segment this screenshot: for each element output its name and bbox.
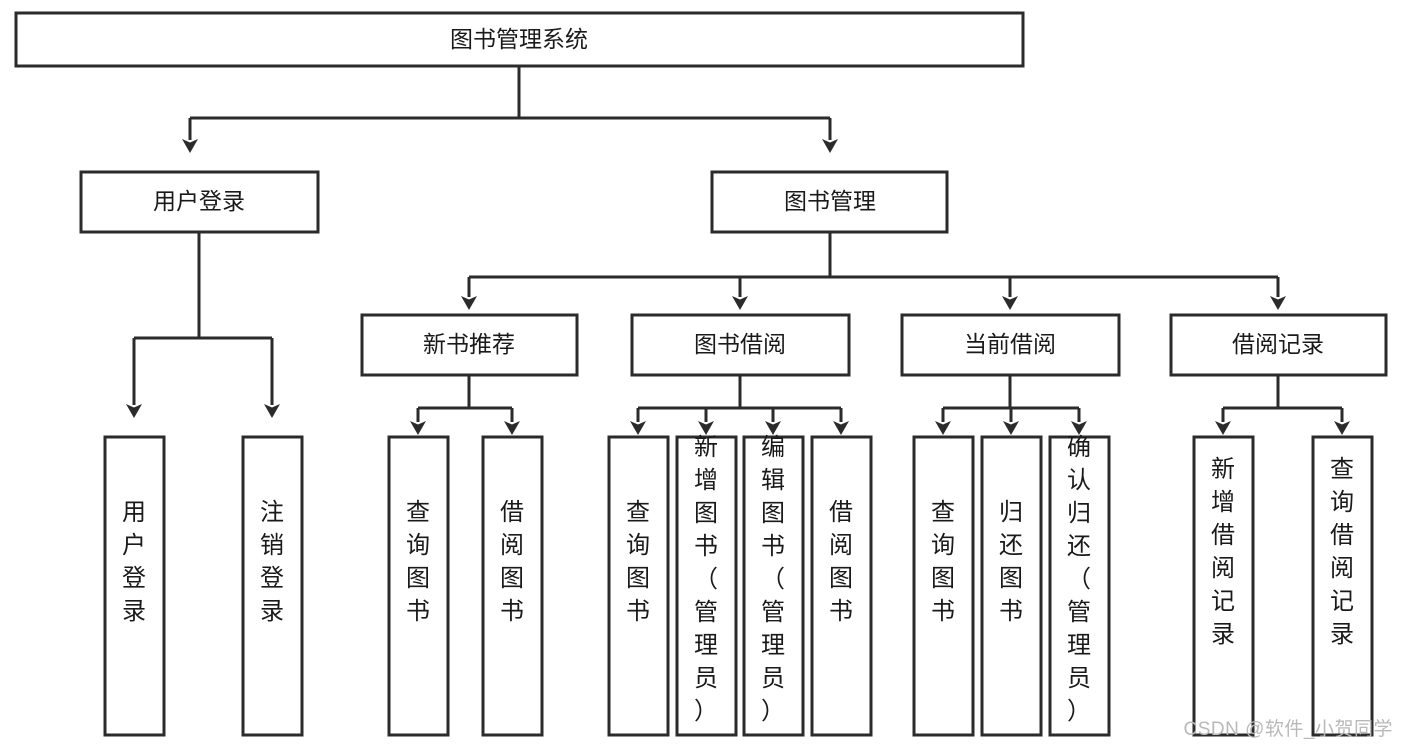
node-root-label: 图书管理系统 xyxy=(450,26,588,52)
leaf-current-borrow-1-box[interactable] xyxy=(980,435,1043,737)
leaf-node[interactable]: 新增借阅记录 xyxy=(1192,435,1255,737)
leaf-borrow-record-1-box[interactable] xyxy=(1311,435,1374,737)
node-root-box[interactable] xyxy=(14,11,1025,68)
edge-group-borrow-record xyxy=(1215,375,1350,435)
leaf-user-login-1-box[interactable] xyxy=(241,435,304,737)
node-book-manage-box[interactable] xyxy=(710,170,949,234)
edge-group-book-borrow xyxy=(630,375,849,435)
leaf-new-book-0-label: 查询图书 xyxy=(406,499,430,625)
leaf-node[interactable]: 编辑图书（管理员） xyxy=(742,434,805,737)
leaf-node[interactable]: 注销登录 xyxy=(241,435,304,737)
leaf-node[interactable]: 查询图书 xyxy=(912,435,975,737)
node-current-borrow-label: 当前借阅 xyxy=(964,331,1056,357)
leaf-book-borrow-1-box[interactable] xyxy=(675,435,738,737)
leaf-user-login-1-label: 注销登录 xyxy=(260,499,284,625)
leaf-book-borrow-0-label: 查询图书 xyxy=(626,499,650,625)
leaf-user-login-0-label: 用户登录 xyxy=(122,499,146,625)
leaf-book-borrow-3-label: 借阅图书 xyxy=(829,499,853,625)
leaf-node[interactable]: 新增图书（管理员） xyxy=(675,434,738,737)
edge-group-current-borrow xyxy=(935,375,1087,435)
node-current-borrow[interactable]: 当前借阅 xyxy=(900,313,1121,377)
node-new-book-recommend[interactable]: 新书推荐 xyxy=(360,313,579,377)
node-book-borrow-label: 图书借阅 xyxy=(694,331,786,357)
edge-group-book-manage xyxy=(461,232,1286,310)
leaf-current-borrow-2-label: 确认归还（管理员） xyxy=(1067,434,1091,725)
node-book-borrow-box[interactable] xyxy=(630,313,851,377)
leaf-book-borrow-2-label: 编辑图书（管理员） xyxy=(761,434,785,725)
node-book-manage[interactable]: 图书管理 xyxy=(710,170,949,234)
node-current-borrow-box[interactable] xyxy=(900,313,1121,377)
leaf-borrow-record-0-box[interactable] xyxy=(1192,435,1255,737)
leaf-node[interactable]: 借阅图书 xyxy=(810,435,873,737)
node-user-login[interactable]: 用户登录 xyxy=(79,170,320,234)
edge-group-root xyxy=(182,66,838,153)
node-root-system[interactable]: 图书管理系统 xyxy=(14,11,1025,68)
leaf-current-borrow-2-box[interactable] xyxy=(1048,435,1111,737)
leaf-book-borrow-3-box[interactable] xyxy=(810,435,873,737)
node-user-login-box[interactable] xyxy=(79,170,320,234)
leaf-current-borrow-0-label: 查询图书 xyxy=(931,499,955,625)
node-new-book-recommend-box[interactable] xyxy=(360,313,579,377)
node-borrow-record[interactable]: 借阅记录 xyxy=(1169,313,1388,377)
node-new-book-recommend-label: 新书推荐 xyxy=(423,331,515,357)
node-user-login-label: 用户登录 xyxy=(153,188,245,214)
leaf-node[interactable]: 查询图书 xyxy=(387,435,450,737)
leaf-node[interactable]: 确认归还（管理员） xyxy=(1048,434,1111,737)
leaf-borrow-record-1-label: 查询借阅记录 xyxy=(1330,456,1354,648)
leaf-node[interactable]: 查询借阅记录 xyxy=(1311,435,1374,737)
leaf-node[interactable]: 用户登录 xyxy=(103,435,166,737)
leaf-borrow-record-0-label: 新增借阅记录 xyxy=(1211,456,1235,648)
edge-group-user-login xyxy=(126,232,280,418)
leaf-current-borrow-1-label: 归还图书 xyxy=(999,499,1023,625)
node-borrow-record-label: 借阅记录 xyxy=(1232,331,1324,357)
leaf-book-borrow-2-box[interactable] xyxy=(742,435,805,737)
leaf-current-borrow-0-box[interactable] xyxy=(912,435,975,737)
leaf-new-book-0-box[interactable] xyxy=(387,435,450,737)
node-borrow-record-box[interactable] xyxy=(1169,313,1388,377)
leaf-new-book-1-label: 借阅图书 xyxy=(500,499,524,625)
leaf-user-login-0-box[interactable] xyxy=(103,435,166,737)
leaf-book-borrow-1-label: 新增图书（管理员） xyxy=(694,434,718,725)
edge-group-new-book xyxy=(410,375,520,435)
node-book-manage-label: 图书管理 xyxy=(784,188,876,214)
leaf-node[interactable]: 查询图书 xyxy=(607,435,670,737)
leaf-book-borrow-0-box[interactable] xyxy=(607,435,670,737)
leaf-new-book-1-box[interactable] xyxy=(481,435,544,737)
leaf-node[interactable]: 借阅图书 xyxy=(481,435,544,737)
node-book-borrow[interactable]: 图书借阅 xyxy=(630,313,851,377)
leaf-node[interactable]: 归还图书 xyxy=(980,435,1043,737)
